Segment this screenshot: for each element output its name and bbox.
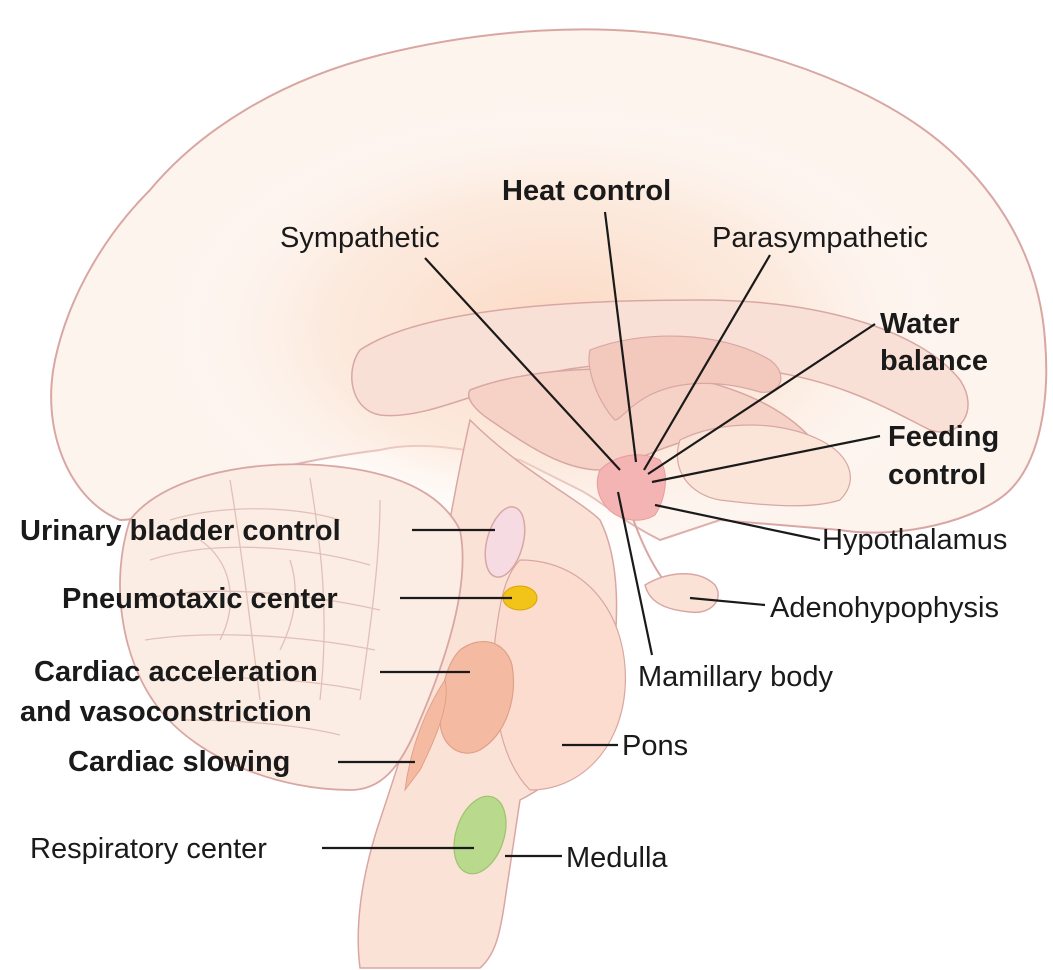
label-adenohypophysis: Adenohypophysis bbox=[770, 592, 999, 624]
label-sympathetic: Sympathetic bbox=[280, 222, 440, 254]
label-respiratory-center: Respiratory center bbox=[30, 833, 267, 865]
label-feeding-control-line1: Feeding bbox=[888, 421, 999, 453]
label-cardiac-acceleration-line2: and vasoconstriction bbox=[20, 696, 312, 728]
label-cardiac-slowing: Cardiac slowing bbox=[68, 746, 290, 778]
label-hypothalamus: Hypothalamus bbox=[822, 524, 1007, 556]
label-pons: Pons bbox=[622, 730, 688, 762]
label-heat-control: Heat control bbox=[502, 175, 671, 207]
adenohypophysis-shape bbox=[645, 574, 718, 613]
label-cardiac-acceleration-line1: Cardiac acceleration bbox=[34, 656, 318, 688]
label-feeding-control-line2: control bbox=[888, 459, 986, 491]
label-water-balance-line2: balance bbox=[880, 345, 988, 377]
label-medulla: Medulla bbox=[566, 842, 668, 874]
label-pneumotaxic-center: Pneumotaxic center bbox=[62, 583, 338, 615]
label-parasympathetic: Parasympathetic bbox=[712, 222, 928, 254]
cerebellum bbox=[120, 464, 463, 790]
label-urinary-bladder-control: Urinary bladder control bbox=[20, 515, 341, 547]
label-water-balance-line1: Water bbox=[880, 308, 960, 340]
label-mamillary-body: Mamillary body bbox=[638, 661, 833, 693]
